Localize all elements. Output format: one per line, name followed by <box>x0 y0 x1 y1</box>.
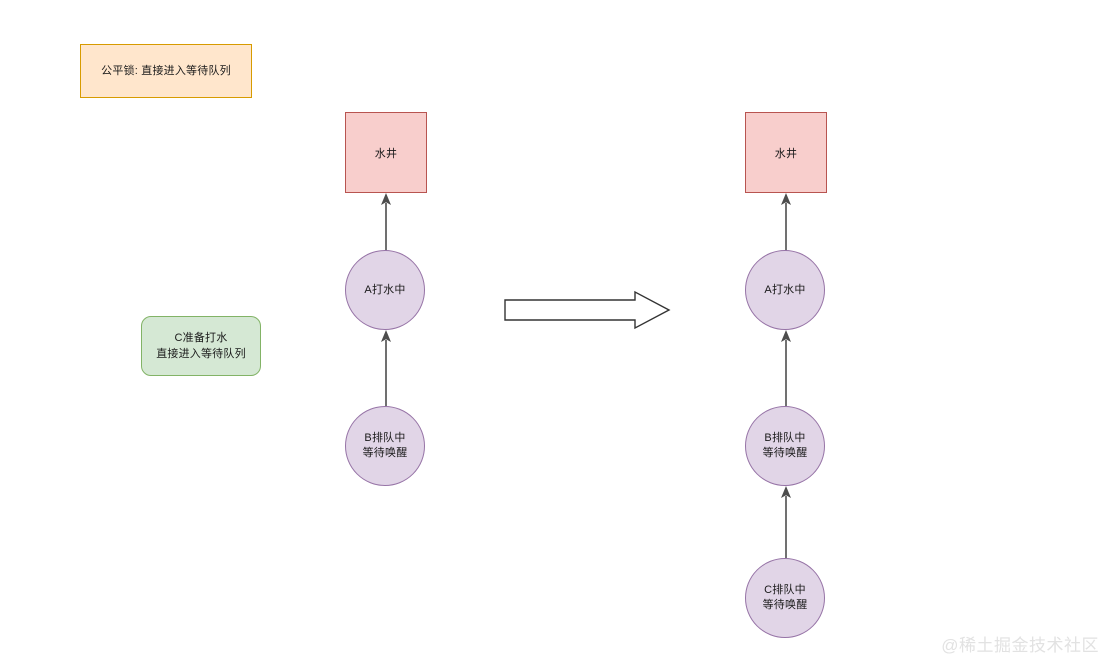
left-well-node: 水井 <box>345 112 427 193</box>
transition-arrow-icon <box>503 290 675 335</box>
right-node-b-line1: B排队中 <box>764 432 806 444</box>
right-well-node: 水井 <box>745 112 827 193</box>
right-edge-b-to-a <box>778 330 794 406</box>
note-c-prepare: C准备打水 直接进入等待队列 <box>141 316 261 376</box>
note-c-prepare-body: C准备打水 直接进入等待队列 <box>156 330 246 362</box>
note-c-prepare-line2: 直接进入等待队列 <box>156 348 246 360</box>
right-node-b: B排队中 等待唤醒 <box>745 406 825 486</box>
left-edge-b-to-a <box>378 330 394 406</box>
left-edge-a-to-well <box>378 193 394 251</box>
right-node-c: C排队中 等待唤醒 <box>745 558 825 638</box>
right-edge-c-to-b <box>778 486 794 558</box>
left-node-b-line1: B排队中 <box>364 432 406 444</box>
left-node-a: A打水中 <box>345 250 425 330</box>
note-fair-lock: 公平锁: 直接进入等待队列 <box>80 44 252 98</box>
right-edge-a-to-well <box>778 193 794 251</box>
left-well-label: 水井 <box>374 147 398 160</box>
right-well-label: 水井 <box>774 147 798 160</box>
right-node-a: A打水中 <box>745 250 825 330</box>
left-node-a-line1: A打水中 <box>364 283 406 296</box>
note-c-prepare-line1: C准备打水 <box>174 332 228 344</box>
left-node-b: B排队中 等待唤醒 <box>345 406 425 486</box>
right-node-c-line1: C排队中 <box>764 584 806 596</box>
right-node-a-line1: A打水中 <box>764 283 806 296</box>
right-node-b-line2: 等待唤醒 <box>762 447 808 459</box>
left-node-b-line2: 等待唤醒 <box>362 447 408 459</box>
note-fair-lock-text: 公平锁: 直接进入等待队列 <box>101 65 231 77</box>
right-node-c-line2: 等待唤醒 <box>762 599 808 611</box>
watermark: @稀土掘金技术社区 <box>941 636 1099 655</box>
